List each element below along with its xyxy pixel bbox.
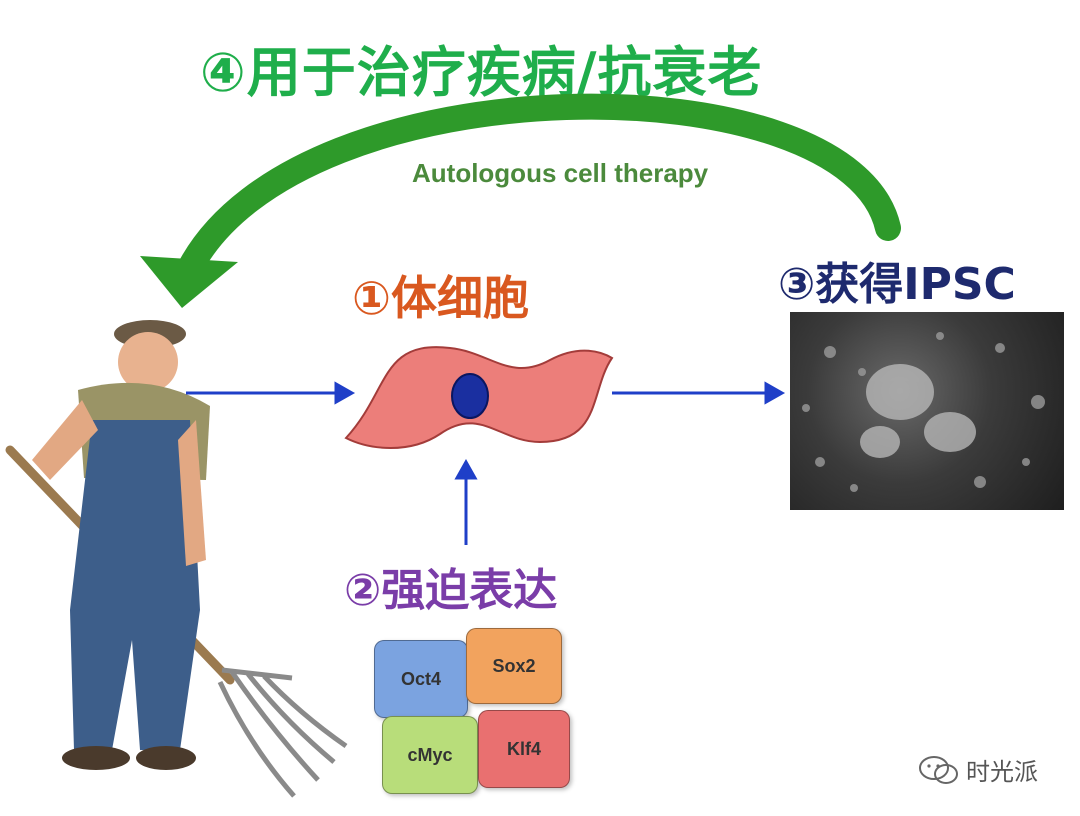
somatic-cell-icon — [340, 330, 620, 460]
step1-label: ①体细胞 — [352, 262, 529, 328]
step3-label: ③获得IPSC — [778, 248, 1016, 312]
step2-label: ②强迫表达 — [344, 554, 557, 618]
watermark: 时光派 — [918, 752, 1038, 787]
factor-cmyc: cMyc — [382, 716, 478, 794]
factor-klf4: Klf4 — [478, 710, 570, 788]
watermark-text: 时光派 — [966, 752, 1038, 787]
factor-oct4: Oct4 — [374, 640, 468, 718]
ipsc-micrograph — [790, 312, 1064, 510]
factor-sox2: Sox2 — [466, 628, 562, 704]
wechat-icon — [918, 755, 960, 785]
